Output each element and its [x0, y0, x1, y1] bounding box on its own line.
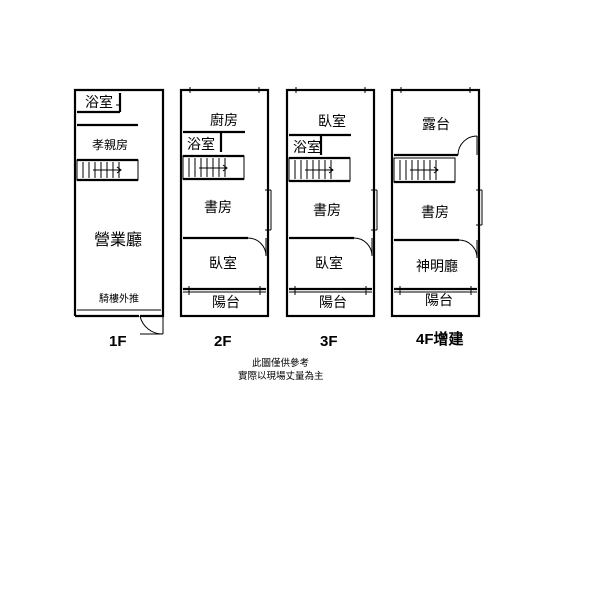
- floor-1f-plan: 浴室 孝親房 營業廳 騎樓外推 1F: [73, 88, 165, 350]
- room-label-study-3f: 書房: [313, 203, 341, 219]
- floor-label-3f: 3F: [320, 333, 338, 350]
- room-label-bath-1f: 浴室: [85, 94, 113, 111]
- room-label-study-4f: 書房: [421, 205, 449, 221]
- room-label-study-2f: 書房: [204, 200, 232, 216]
- floor-label-2f: 2F: [214, 333, 232, 350]
- room-label-terrace-4f: 露台: [422, 117, 450, 133]
- room-label-shrine-hall-4f: 神明廳: [416, 258, 458, 275]
- floor-label-1f: 1F: [109, 333, 127, 350]
- room-label-bath-2f: 浴室: [187, 136, 215, 153]
- stairs-3f: [288, 156, 351, 183]
- stairs-1f: [76, 159, 139, 182]
- room-label-bedroom-3f: 臥室: [315, 255, 343, 272]
- room-label-bedroom-top-3f: 臥室: [318, 113, 346, 130]
- room-label-arcade-1f: 騎樓外推: [99, 292, 139, 305]
- floor-4f-plan: 露台 書房 神明廳 陽台 4F增建: [390, 87, 483, 348]
- stairs-4f: [393, 157, 456, 184]
- floor-label-4f: 4F增建: [416, 330, 465, 348]
- room-label-balcony-3f: 陽台: [319, 295, 347, 311]
- disclaimer-line-2: 實際以現場丈量為主: [238, 370, 324, 382]
- room-label-balcony-2f: 陽台: [212, 295, 240, 311]
- door-swing-1f: [139, 315, 164, 335]
- room-label-bedroom-2f: 臥室: [209, 255, 237, 272]
- disclaimer-line-1: 此圖僅供參考: [252, 357, 309, 369]
- room-label-balcony-4f: 陽台: [425, 293, 453, 309]
- floor-2f-plan: 廚房 浴室 書房 臥室 陽台 2F: [179, 87, 272, 350]
- room-label-kitchen-2f: 廚房: [210, 112, 238, 129]
- room-label-bath-3f: 浴室: [293, 139, 321, 156]
- stairs-2f: [182, 154, 245, 181]
- room-label-parent-room-1f: 孝親房: [92, 137, 128, 152]
- room-label-business-hall-1f: 營業廳: [94, 230, 142, 249]
- floor-3f-plan: 臥室 浴室 書房 臥室 陽台 3F: [285, 87, 378, 350]
